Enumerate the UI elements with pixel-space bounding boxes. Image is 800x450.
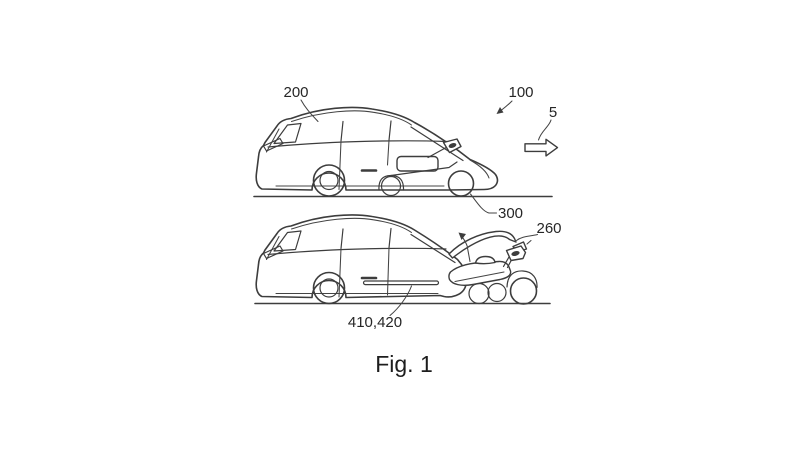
- rear-wheel-tire: [312, 164, 346, 197]
- tailgate-inner-line: [265, 235, 280, 261]
- scooter-body: [448, 260, 512, 286]
- scooter-rear-wheel: [468, 282, 490, 305]
- arrowhead-100-icon: [496, 107, 504, 114]
- leader-410-420: [389, 285, 413, 317]
- scooter-front-wheel: [447, 170, 475, 197]
- rear-quarter-window: [273, 230, 302, 252]
- rear-wheel-rim: [319, 170, 339, 191]
- hood-prop-line: [466, 247, 471, 263]
- scooter-steering-column: [427, 145, 449, 159]
- beltline: [267, 140, 448, 148]
- ref-label-260: 260: [536, 220, 561, 237]
- scooter-display: [448, 142, 457, 149]
- ref-label-300: 300: [498, 205, 523, 222]
- hood-motion-arrow-tail: [461, 236, 469, 248]
- leader-260: [515, 233, 539, 242]
- tailgate-inner-line: [265, 128, 280, 153]
- scooter-stowed: [378, 138, 475, 197]
- door-cut-rear: [338, 140, 342, 191]
- scooter-seat-box: [396, 155, 439, 172]
- top-view: 200 100 5 300: [253, 84, 559, 222]
- b-pillar: [340, 228, 344, 250]
- taillight: [262, 137, 284, 152]
- scooter-deployed: [448, 239, 538, 305]
- rear-wheel-tire: [312, 271, 346, 305]
- ref-label-200: 200: [283, 84, 308, 101]
- b-pillar: [340, 120, 344, 142]
- door-cut-front: [386, 247, 390, 296]
- beltline: [267, 247, 447, 256]
- ref-label-5: 5: [549, 104, 557, 121]
- roof-inner-line: [290, 110, 413, 126]
- ref-label-100: 100: [508, 84, 533, 101]
- windshield-inner-line: [410, 126, 464, 162]
- door-cut-rear: [338, 247, 342, 298]
- scooter-mirror-stem: [526, 239, 532, 245]
- bottom-view: 260 410,420: [254, 214, 562, 331]
- leader-100: [499, 100, 513, 112]
- hood-motion-arrowhead-icon: [458, 232, 466, 240]
- scooter-front-wheel: [509, 277, 538, 305]
- leader-5: [537, 119, 552, 141]
- scooter-display: [511, 251, 520, 256]
- scooter-rear-wheel: [380, 175, 402, 197]
- deployment-rails: [362, 280, 440, 286]
- ref-label-410-420: 410,420: [348, 314, 402, 331]
- leader-200: [300, 99, 319, 123]
- scooter-front-fender: [506, 270, 538, 289]
- scooter-deck-line: [390, 161, 458, 177]
- travel-direction-arrow-icon: [524, 138, 559, 157]
- rear-quarter-window: [273, 122, 302, 145]
- leader-300: [469, 193, 498, 214]
- front-fascia-inner-line: [469, 159, 490, 179]
- roof-inner-line: [290, 217, 413, 234]
- scooter-mid-wheel: [487, 282, 507, 303]
- windshield-inner-line: [410, 233, 456, 264]
- open-hood: [448, 230, 517, 259]
- car-body-outline: [255, 106, 499, 191]
- scooter-seat: [474, 255, 496, 265]
- door-cut-front: [386, 139, 390, 166]
- rear-wheel-rim: [319, 278, 339, 298]
- c-pillar: [388, 227, 392, 249]
- taillight: [262, 245, 284, 260]
- scooter-floor-line: [454, 271, 505, 283]
- c-pillar: [388, 120, 392, 141]
- figure-caption: Fig. 1: [375, 351, 433, 377]
